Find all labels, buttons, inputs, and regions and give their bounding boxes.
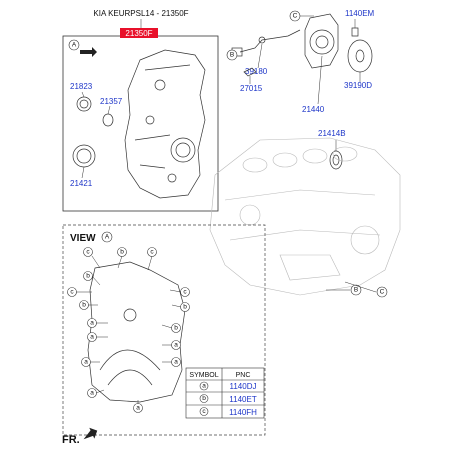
svg-text:a: a — [202, 383, 206, 390]
view-callouts: c b c b c b c b a a b a a a a a — [67, 247, 190, 413]
svg-text:a: a — [90, 334, 94, 341]
svg-text:b: b — [183, 304, 187, 311]
table-row[interactable]: c 1140FH — [199, 407, 257, 418]
kit-title: KIA KEURPSL14 - 21350F — [93, 9, 188, 18]
svg-text:a: a — [174, 359, 178, 366]
marker-c-top[interactable]: C — [289, 10, 301, 22]
svg-text:a: a — [90, 320, 94, 327]
plug-21823[interactable] — [76, 96, 92, 112]
svg-text:b: b — [120, 249, 124, 256]
part-21421-label[interactable]: 21421 — [70, 179, 93, 188]
view-title: VIEW — [70, 233, 96, 244]
view-a-badge: A — [101, 231, 113, 243]
marker-b-block[interactable]: B — [326, 284, 362, 296]
bolt-1140em[interactable] — [351, 27, 359, 37]
svg-text:c: c — [70, 289, 74, 296]
svg-text:c: c — [150, 249, 154, 256]
svg-text:b: b — [86, 273, 90, 280]
svg-text:a: a — [136, 405, 140, 412]
part-21414b-label[interactable]: 21414B — [318, 129, 346, 138]
table-header-symbol: SYMBOL — [189, 372, 218, 379]
highlight-part-box[interactable] — [120, 28, 158, 38]
svg-text:b: b — [202, 395, 206, 402]
part-39180-label[interactable]: 39180 — [245, 67, 268, 76]
svg-text:a: a — [84, 359, 88, 366]
svg-text:C: C — [380, 289, 385, 296]
table-header-pnc: PNC — [236, 372, 251, 379]
svg-text:A: A — [105, 234, 110, 241]
table-row[interactable]: b 1140ET — [199, 394, 257, 405]
clip-27015[interactable] — [243, 67, 257, 77]
part-39190d-label[interactable]: 39190D — [344, 81, 372, 90]
cover-seal-bore — [170, 137, 196, 163]
front-arrow-icon — [83, 427, 98, 440]
front-label: FR. — [62, 434, 80, 446]
symbol-table: SYMBOL PNC a 1140DJ b 1140ET c 1140FH — [185, 367, 265, 419]
part-21357-label[interactable]: 21357 — [100, 97, 123, 106]
svg-text:C: C — [293, 13, 298, 20]
table-row[interactable]: a 1140DJ — [199, 381, 257, 391]
view-cover-outline — [87, 261, 186, 403]
engine-block — [209, 137, 401, 296]
svg-text:c: c — [202, 408, 206, 415]
part-21440-label[interactable]: 21440 — [302, 105, 325, 114]
view-a-frame — [62, 224, 266, 436]
part-21823-label[interactable]: 21823 — [70, 82, 93, 91]
svg-text:a: a — [174, 342, 178, 349]
svg-text:c: c — [183, 289, 187, 296]
marker-b-top[interactable]: B — [226, 49, 238, 61]
seal-21421[interactable] — [72, 144, 96, 168]
part-27015-label[interactable]: 27015 — [240, 84, 263, 93]
svg-text:1140ET: 1140ET — [229, 395, 257, 404]
svg-text:A: A — [72, 42, 77, 49]
svg-text:a: a — [90, 390, 94, 397]
svg-text:B: B — [354, 287, 358, 294]
housing-21440[interactable] — [304, 13, 339, 69]
part-1140em-label[interactable]: 1140EM — [345, 9, 375, 18]
marker-c-block[interactable]: C — [344, 281, 388, 298]
oring-21357[interactable] — [102, 113, 114, 127]
sensor-wire-39180[interactable] — [239, 29, 301, 53]
timing-chain-cover[interactable] — [124, 49, 206, 199]
pulley-39190d[interactable] — [347, 39, 373, 73]
view-arrow-icon — [80, 47, 97, 57]
svg-text:1140FH: 1140FH — [229, 408, 257, 417]
seal-21414b[interactable] — [329, 150, 343, 170]
svg-text:B: B — [230, 52, 234, 59]
view-a-marker[interactable]: A — [68, 39, 80, 51]
highlight-part-number[interactable]: 21350F — [125, 29, 152, 38]
svg-text:1140DJ: 1140DJ — [230, 382, 257, 391]
svg-text:b: b — [82, 302, 86, 309]
svg-text:c: c — [86, 249, 90, 256]
svg-text:b: b — [174, 325, 178, 332]
